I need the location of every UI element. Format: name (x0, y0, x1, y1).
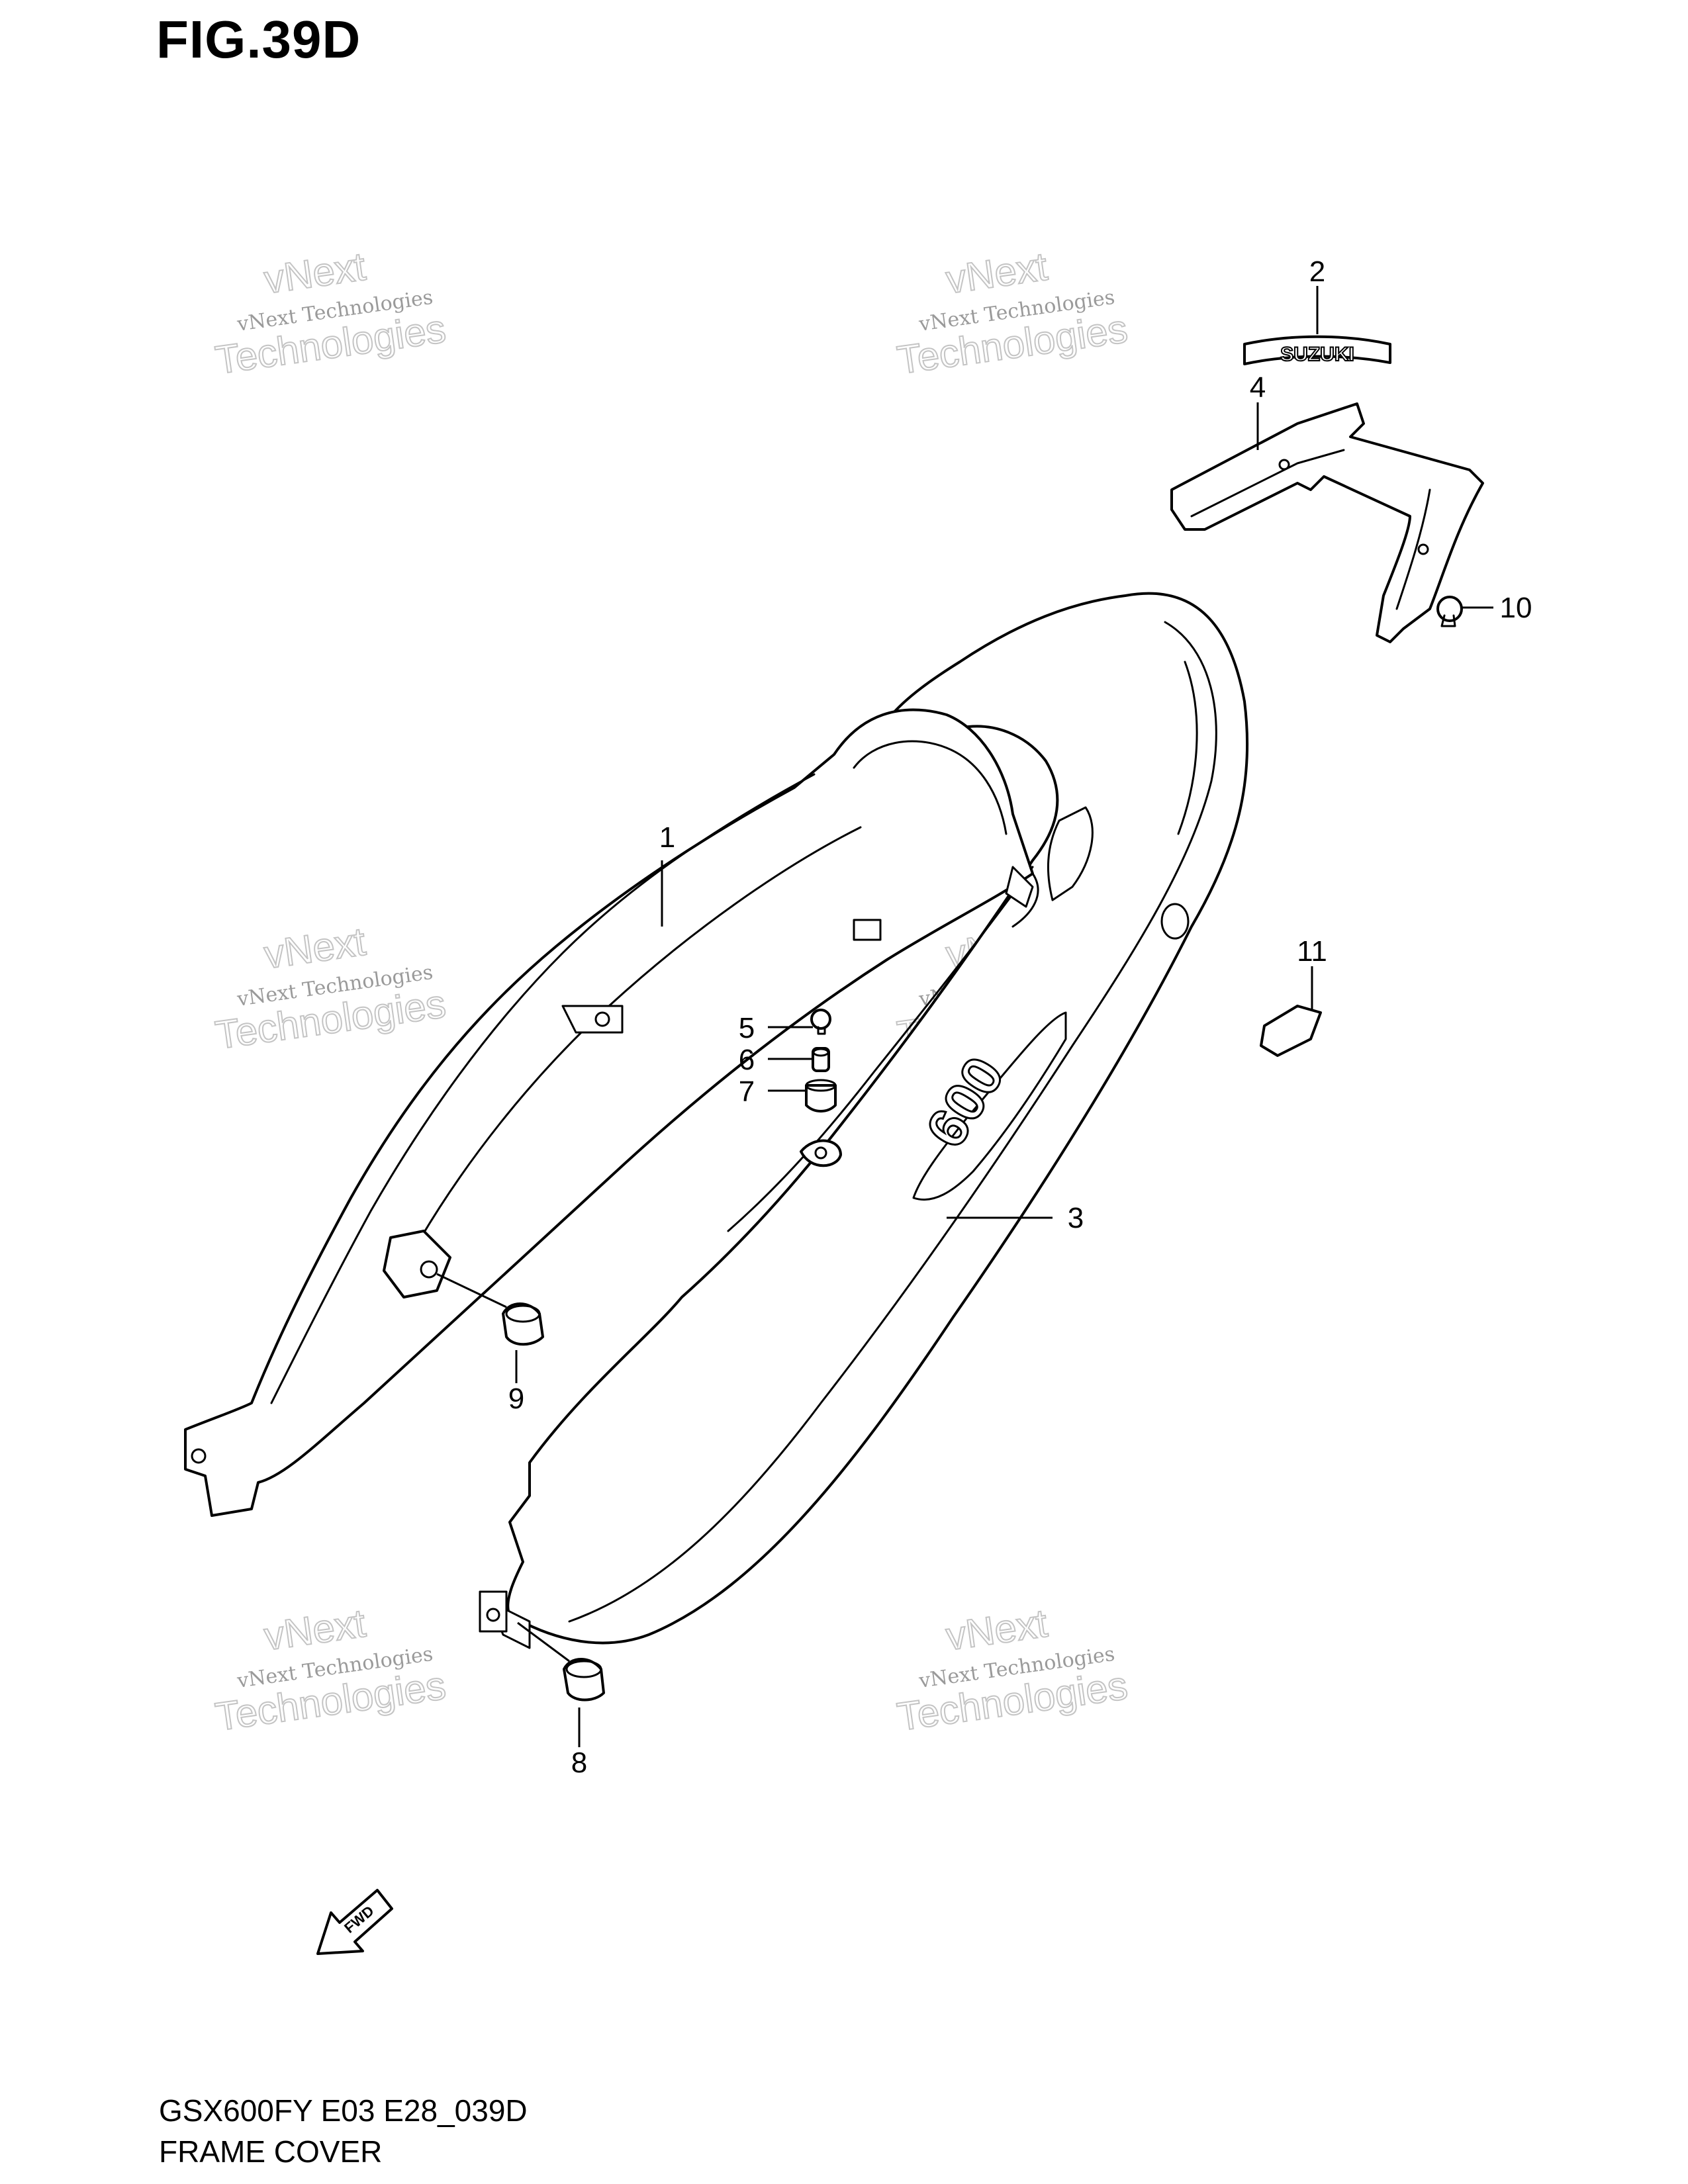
tail-frame-cover (184, 708, 1039, 1517)
svg-text:vNext: vNext (261, 244, 369, 302)
callout-10: 10 (1500, 592, 1532, 624)
screw (810, 1009, 831, 1035)
forward-arrow: FWD (316, 1889, 393, 1955)
callout-8: 8 (571, 1747, 587, 1779)
leader-9a (436, 1273, 507, 1308)
svg-text:vNext: vNext (261, 1601, 369, 1659)
svg-text:vNext: vNext (261, 919, 369, 978)
grommet (805, 1079, 837, 1113)
leader-lines (436, 286, 1493, 1747)
watermark-top-center: vNext Technologies vNext Technologies (894, 244, 1131, 383)
callout-11: 11 (1297, 935, 1327, 968)
cushion-pad (1260, 1005, 1322, 1057)
callout-2: 2 (1309, 255, 1325, 288)
rear-bracket (1170, 402, 1484, 643)
svg-text:vNext: vNext (943, 1601, 1051, 1659)
suzuki-emblem-text: SUZUKI (1280, 343, 1354, 365)
leader-8a (517, 1621, 570, 1662)
callout-3: 3 (1068, 1202, 1084, 1234)
section-name-label: FRAME COVER (159, 2134, 383, 2169)
clip-fastener (1436, 596, 1463, 627)
collar (812, 1047, 830, 1072)
watermark-bottom-left: vNext Technologies vNext Technologies (212, 1600, 449, 1740)
watermark-bottom-center: vNext Technologies vNext Technologies (894, 1600, 1131, 1740)
callout-numbers: 1 2 3 4 5 6 7 8 9 10 11 (508, 255, 1532, 1779)
frame-cover-body: 600 (479, 592, 1249, 1649)
callout-1: 1 (659, 821, 675, 854)
callout-5: 5 (739, 1012, 755, 1044)
svg-text:vNext: vNext (943, 244, 1051, 302)
watermark-top-left: vNext Technologies vNext Technologies (212, 244, 449, 383)
callout-7: 7 (739, 1075, 755, 1108)
figure-title: FIG.39D (156, 10, 361, 69)
suzuki-emblem: SUZUKI (1243, 335, 1391, 366)
callout-6: 6 (739, 1044, 755, 1076)
watermark-mid-left: vNext Technologies vNext Technologies (212, 919, 449, 1058)
callout-9: 9 (508, 1383, 524, 1415)
rubber-cushion-9 (502, 1302, 544, 1346)
rubber-cushion-8 (563, 1658, 605, 1702)
model-code-label: GSX600FY E03 E28_039D (159, 2093, 528, 2128)
callout-4: 4 (1250, 371, 1266, 404)
mount-hole (800, 1139, 842, 1167)
